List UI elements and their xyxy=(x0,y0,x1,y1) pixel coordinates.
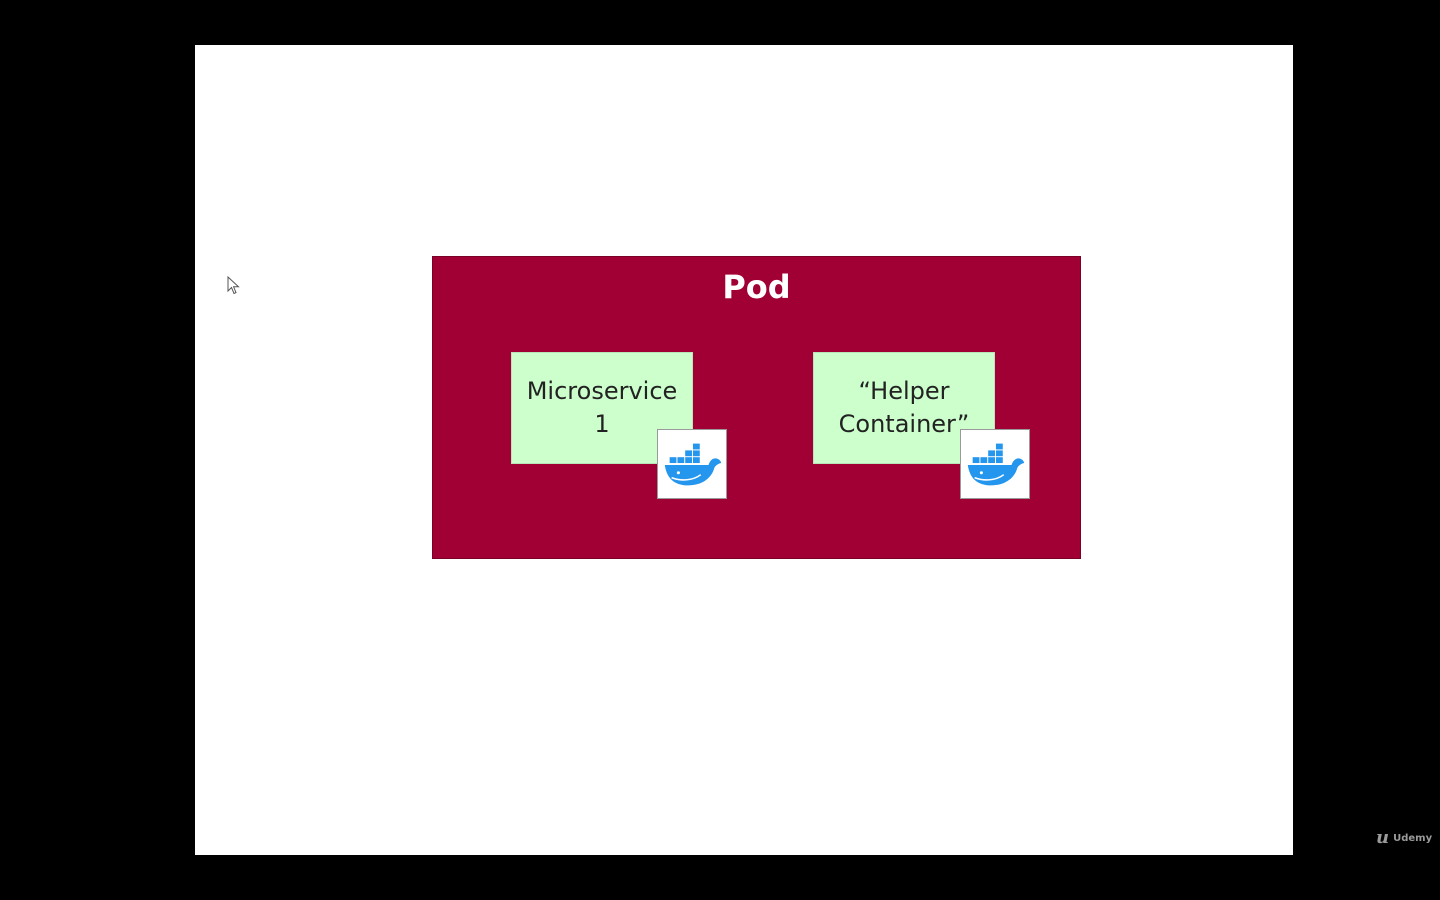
container-box-helper: “Helper Container” xyxy=(813,352,995,464)
docker-whale-icon xyxy=(960,429,1030,499)
docker-whale-icon xyxy=(657,429,727,499)
container-label-line-1: “Helper xyxy=(858,377,950,405)
mouse-pointer-icon xyxy=(227,275,241,296)
container-label-line-1: Microservice xyxy=(526,377,678,405)
container-label-line-2: Container” xyxy=(838,410,970,438)
udemy-logo-icon: u xyxy=(1376,827,1390,848)
pod-title: Pod xyxy=(722,268,791,306)
udemy-wordmark: Udemy xyxy=(1393,832,1433,844)
udemy-watermark: u Udemy xyxy=(1376,829,1432,847)
container-label-line-2: 1 xyxy=(594,410,610,438)
